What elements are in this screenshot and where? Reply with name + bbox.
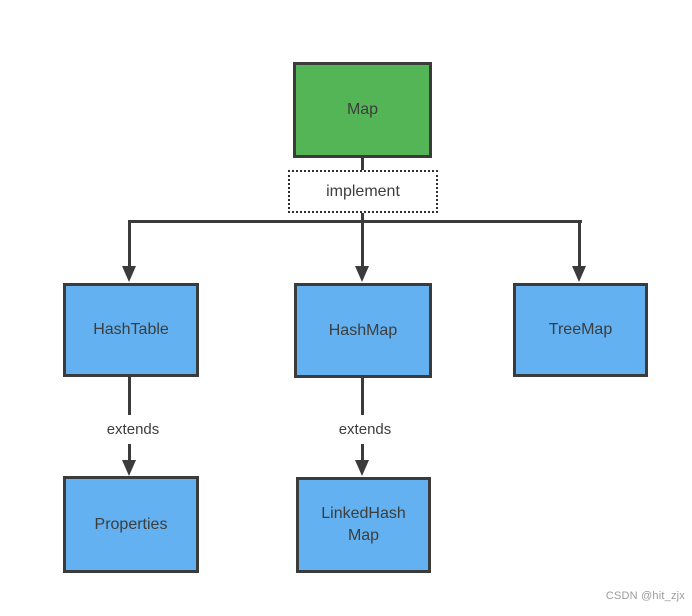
arrowhead-into-hashmap-icon bbox=[355, 266, 369, 282]
node-map: Map bbox=[293, 62, 432, 158]
connector-implement-label-to-bus bbox=[361, 212, 364, 223]
csdn-watermark: CSDN @hit_zjx bbox=[605, 590, 685, 602]
node-properties: Properties bbox=[63, 476, 199, 573]
connector-horizontal-bus bbox=[128, 220, 582, 223]
node-hashtable: HashTable bbox=[63, 283, 199, 377]
connector-bus-to-hashmap bbox=[361, 220, 364, 267]
edge-label-implement: implement bbox=[288, 170, 438, 213]
node-linkedhashmap: LinkedHash Map bbox=[296, 477, 431, 573]
edge-label-extends-left: extends bbox=[94, 415, 172, 444]
arrowhead-into-linkedhashmap-icon bbox=[355, 460, 369, 476]
edge-label-extends-right: extends bbox=[326, 415, 404, 444]
connector-map-to-implement-label bbox=[361, 158, 364, 171]
arrowhead-into-hashtable-icon bbox=[122, 266, 136, 282]
node-treemap: TreeMap bbox=[513, 283, 648, 377]
arrowhead-into-properties-icon bbox=[122, 460, 136, 476]
connector-bus-to-treemap bbox=[578, 220, 581, 267]
arrowhead-into-treemap-icon bbox=[572, 266, 586, 282]
connector-bus-to-hashtable bbox=[128, 220, 131, 267]
node-hashmap: HashMap bbox=[294, 283, 432, 378]
